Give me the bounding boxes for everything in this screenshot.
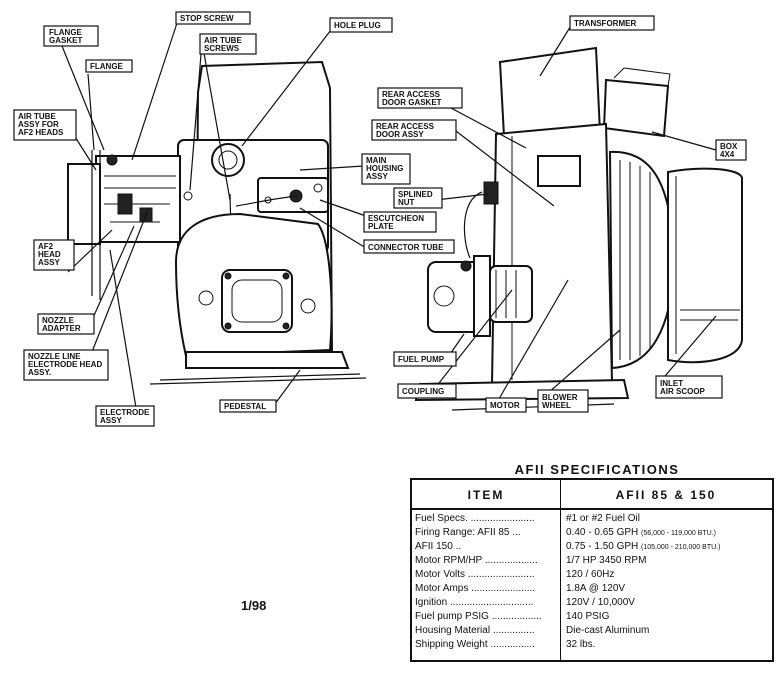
- spec-row: AFII 150 ..0.75 - 1.50 GPH (105,000 - 21…: [415, 541, 721, 552]
- spec-row: Motor Amps .......................1.8A @…: [415, 583, 626, 594]
- callout-fuel-pump: FUEL PUMP: [393, 351, 457, 367]
- label-leaders: [61, 19, 717, 421]
- spec-row: Motor RPM/HP ...................1/7 HP 3…: [415, 555, 647, 566]
- label-transformer: TRANSFORMER: [574, 19, 636, 28]
- left-burner-drawing: [67, 60, 367, 385]
- label-hole-plug: HOLE PLUG: [334, 21, 381, 30]
- callout-hole-plug: HOLE PLUG: [329, 17, 393, 33]
- spec-row: Firing Range: AFII 85 ...0.40 - 0.65 GPH…: [415, 527, 717, 538]
- callout-motor: MOTOR: [485, 397, 527, 413]
- label-motor: MOTOR: [490, 401, 520, 410]
- label-fuel-pump: FUEL PUMP: [398, 355, 445, 364]
- callout-pedestal: PEDESTAL: [219, 399, 277, 413]
- spec-row: Fuel pump PSIG ..................140 PSI…: [415, 611, 610, 622]
- spec-row: Fuel Specs. .......................#1 or…: [415, 513, 640, 524]
- spec-row: Housing Material ...............Die-cast…: [415, 625, 650, 636]
- label-coupling: COUPLING: [402, 387, 444, 396]
- callout-connector-tube: CONNECTOR TUBE: [363, 239, 455, 254]
- spec-header-item: ITEM: [412, 482, 560, 510]
- spec-row: Shipping Weight ................32 lbs.: [415, 639, 596, 650]
- spec-table: ITEM AFII 85 & 150 Fuel Specs. .........…: [410, 478, 774, 662]
- label-connector-tube: CONNECTOR TUBE: [368, 243, 444, 252]
- label-pedestal: PEDESTAL: [224, 402, 266, 411]
- spec-header-model: AFII 85 & 150: [560, 482, 772, 510]
- spec-row: Ignition ..............................1…: [415, 597, 635, 608]
- spec-divider: [560, 480, 561, 660]
- callout-stop-screw: STOP SCREW: [175, 11, 251, 25]
- spec-title: AFII SPECIFICATIONS: [514, 462, 680, 477]
- spec-row: Motor Volts ........................120 …: [415, 569, 615, 580]
- label-flange: FLANGE: [90, 62, 124, 71]
- label-stop-screw: STOP SCREW: [180, 14, 234, 23]
- callout-transformer: TRANSFORMER: [569, 15, 655, 31]
- callout-flange: FLANGE: [85, 59, 133, 73]
- right-burner-drawing: [414, 46, 743, 411]
- date-code: 1/98: [241, 598, 267, 613]
- callout-coupling: COUPLING: [397, 383, 457, 399]
